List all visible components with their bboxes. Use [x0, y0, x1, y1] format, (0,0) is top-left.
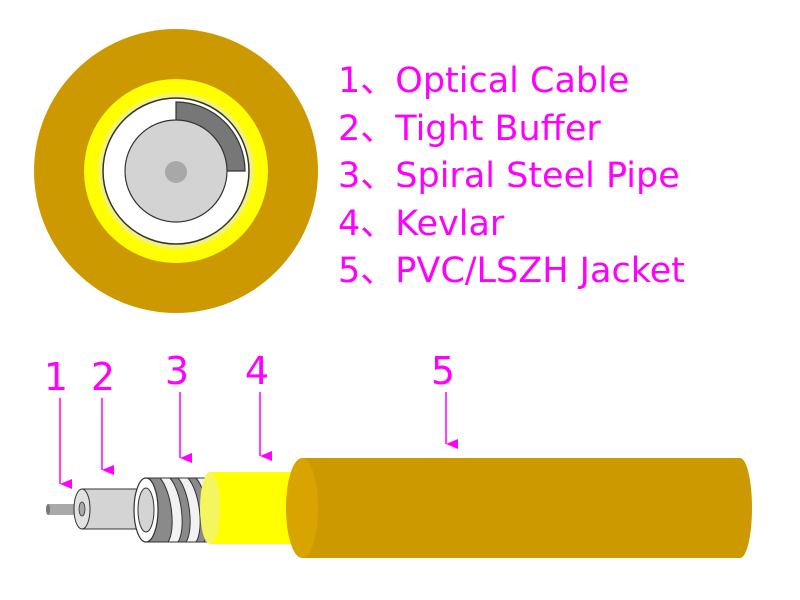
legend-item-tight-buffer: 2、Tight Buffer — [338, 108, 601, 149]
callout-number: 1 — [44, 355, 68, 399]
callout-number: 4 — [245, 349, 269, 393]
legend-item-kevlar: 4、Kevlar — [338, 203, 505, 244]
callout-number: 2 — [91, 355, 115, 399]
callout-2: 2 — [91, 355, 115, 475]
legend-item-optical-cable: 1、Optical Cable — [338, 61, 630, 101]
callout-5: 5 — [431, 349, 458, 449]
cross-section-optical-fiber — [165, 161, 187, 183]
legend-item-jacket: 5、PVC/LSZH Jacket — [338, 251, 685, 291]
callout-1: 1 — [44, 355, 72, 489]
side-jacket — [286, 458, 752, 558]
legend: 1、Optical Cable 2、Tight Buffer 3、Spiral … — [338, 58, 778, 296]
callout-3: 3 — [165, 349, 192, 463]
side-view — [46, 458, 752, 558]
side-optical-fiber — [46, 504, 84, 515]
legend-item-spiral-steel-pipe: 3、Spiral Steel Pipe — [338, 156, 680, 196]
cross-section — [34, 29, 318, 313]
callout-number: 5 — [431, 349, 455, 393]
callouts: 1 2 3 4 5 — [44, 349, 458, 489]
callout-number: 3 — [165, 349, 189, 393]
callout-4: 4 — [245, 349, 272, 461]
